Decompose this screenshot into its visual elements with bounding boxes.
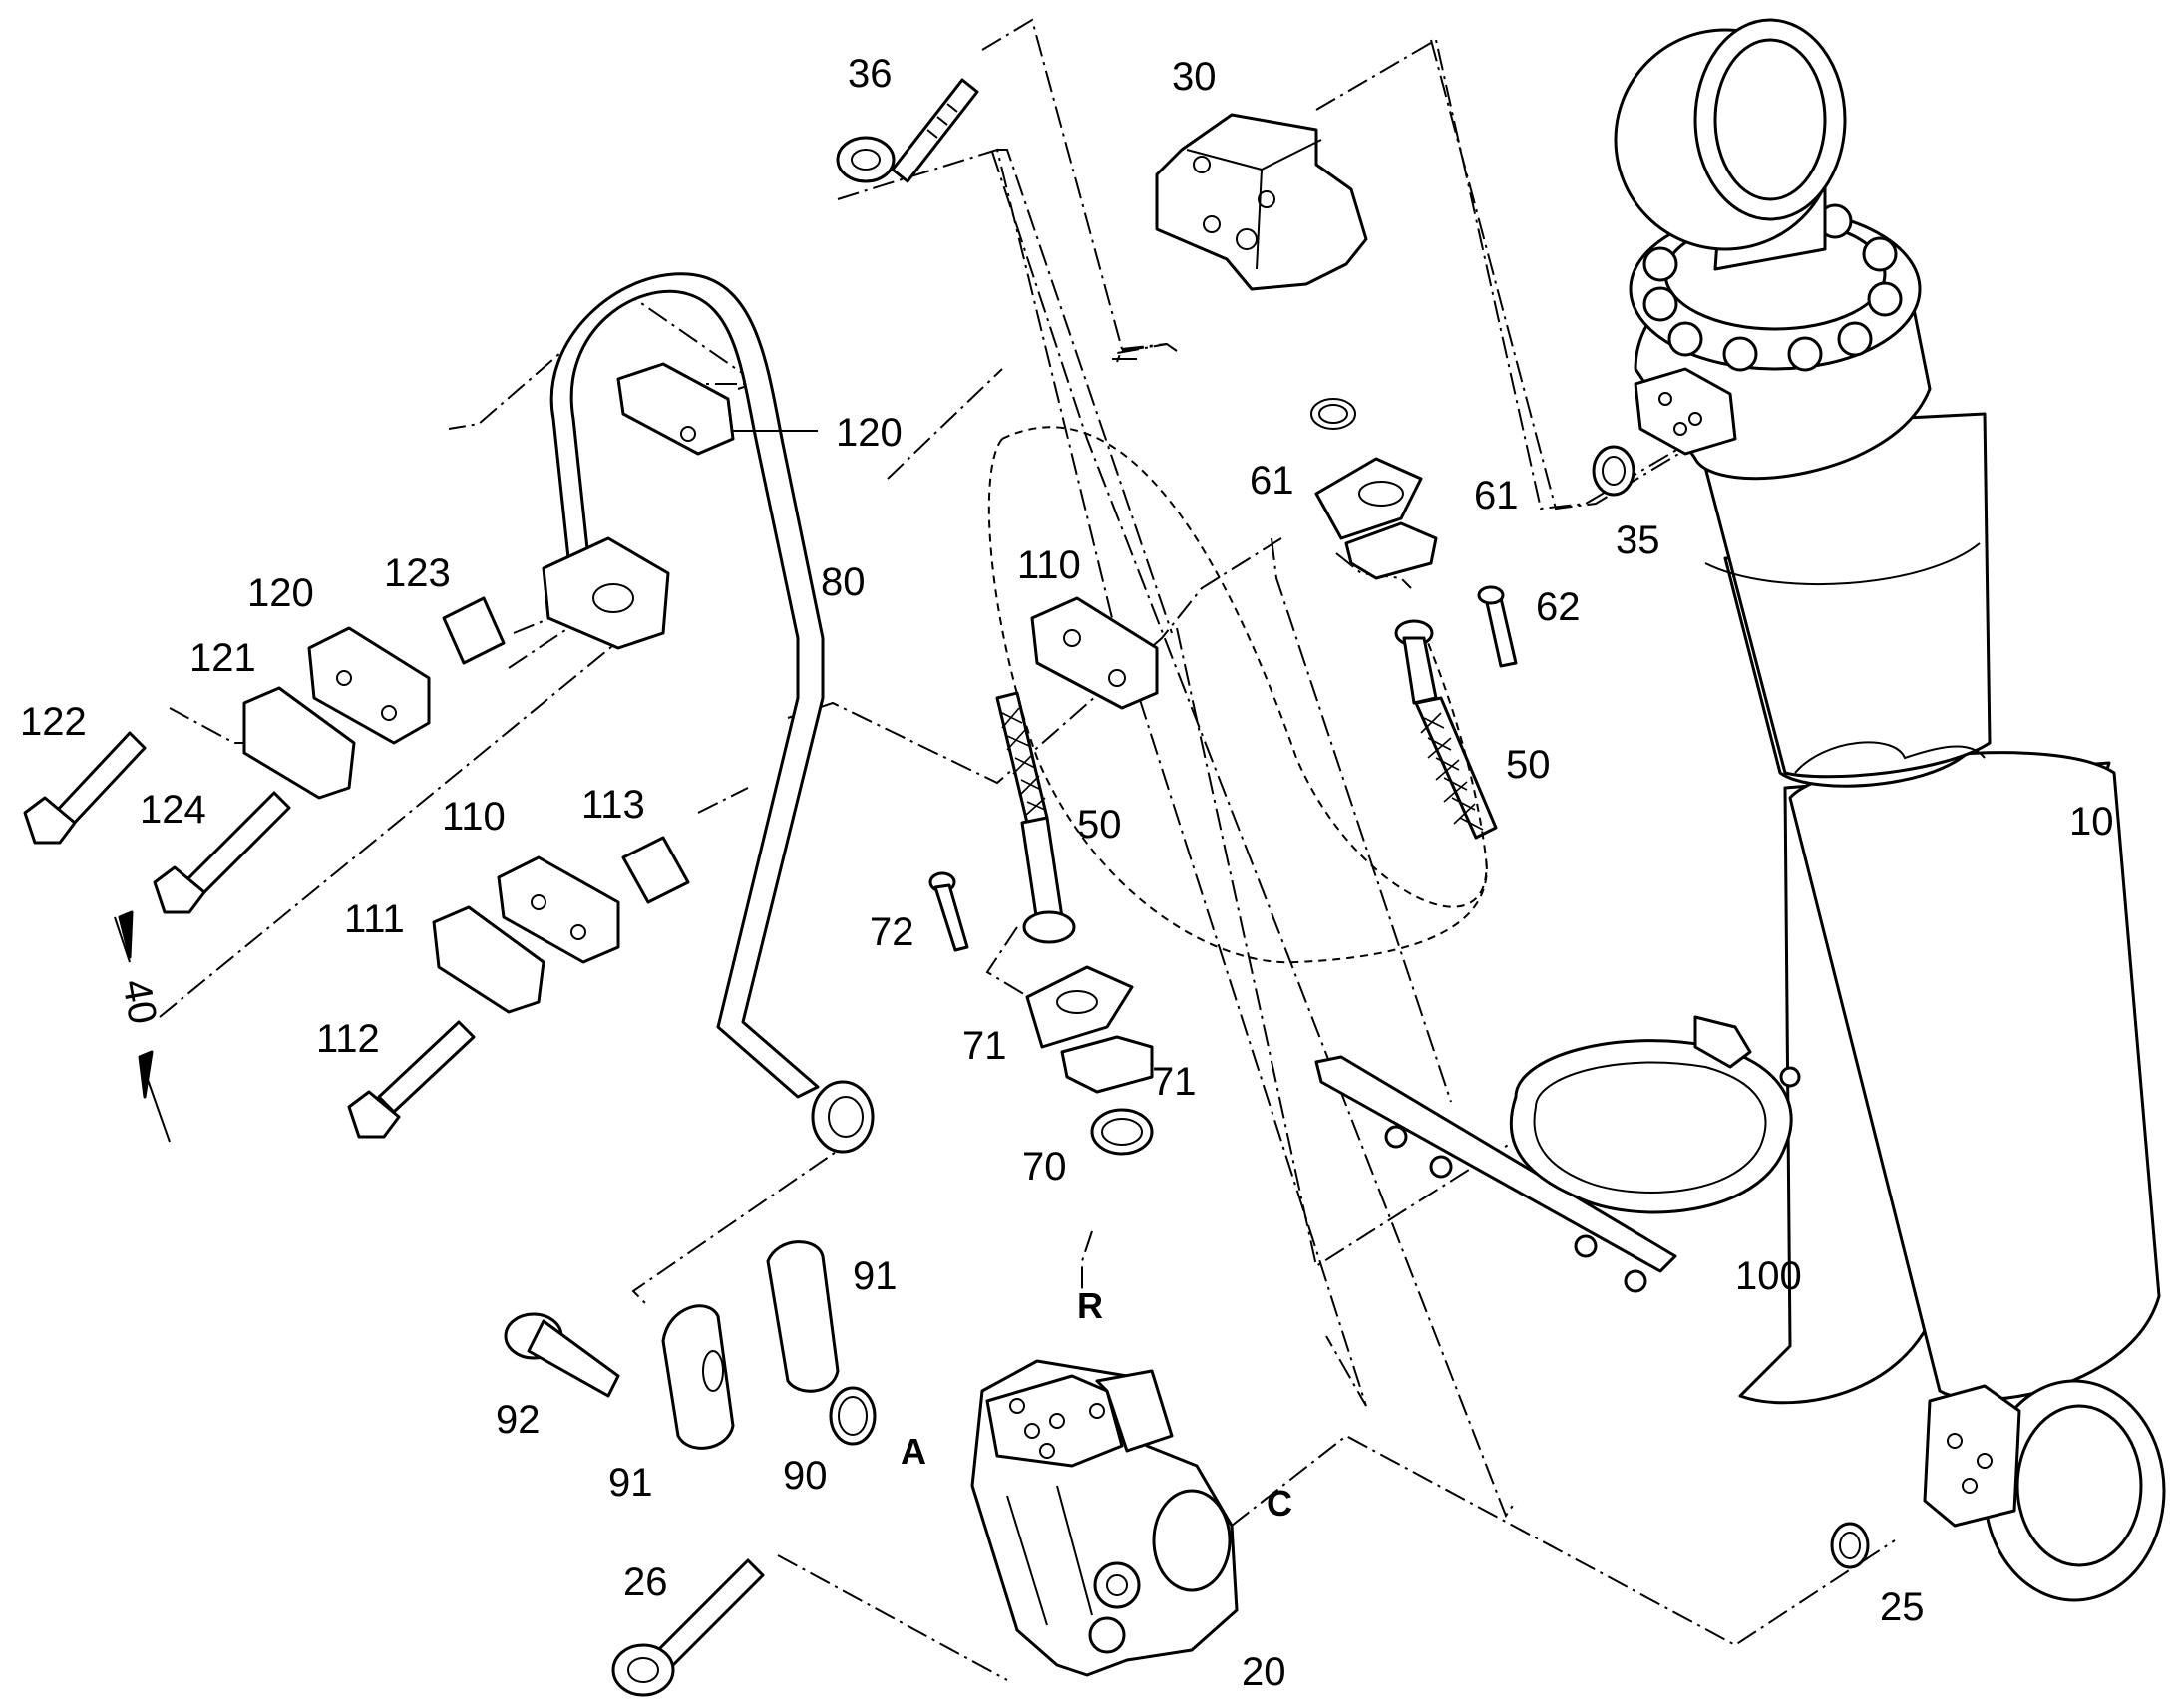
label-91-top: 91 [853,1254,898,1298]
plate-111 [432,905,545,1014]
clamp-120-upper [616,362,735,456]
port-label-A: A [901,1431,926,1472]
hose-50-right [1394,619,1498,840]
tube-flange [542,536,670,650]
bolt-124 [153,791,291,914]
flange-halves-91 [661,1240,840,1450]
seal-ring-90 [829,1386,877,1446]
label-61-right: 61 [1474,474,1519,517]
label-90: 90 [783,1454,828,1498]
hose-group-outline [987,426,1488,964]
label-124: 124 [140,788,206,832]
label-111: 111 [344,897,405,941]
bolt-92 [504,1312,620,1398]
label-100: 100 [1735,1254,1802,1298]
seal-ring-70 [1090,1108,1154,1156]
label-112: 112 [316,1017,380,1061]
seal-ring-25 [1830,1522,1870,1569]
seal-ring-35 [1592,445,1635,497]
seal-ring-35-inner [1602,456,1626,486]
label-71-left: 71 [962,1024,1007,1068]
flange-block-30 [1155,113,1368,291]
port-label-R: R [1077,1285,1103,1326]
label-110-lower: 110 [442,795,506,839]
leader-lines [733,358,1137,432]
pipe-80 [549,272,875,1154]
label-30: 30 [1172,55,1217,99]
label-70: 70 [1022,1145,1067,1189]
hydraulic-cylinder [1614,18,2166,1602]
label-123: 123 [384,551,451,595]
label-122: 122 [20,700,87,744]
seal-ring-30-inner [1318,404,1348,424]
label-120-left: 120 [247,571,314,615]
label-92: 92 [496,1398,541,1442]
spacer-113 [621,836,690,904]
clamp-120-left [307,626,431,745]
label-25: 25 [1880,1585,1925,1629]
seal-ring-25-inner [1839,1532,1861,1559]
bolt-112 [347,1020,476,1139]
label-35: 35 [1616,518,1660,562]
bracket-100 [1314,1015,1801,1293]
label-121: 121 [189,636,256,680]
split-flange-61 [1314,457,1438,580]
label-113: 113 [581,783,645,827]
label-20: 20 [1242,1650,1286,1694]
hose-50-left [995,691,1076,944]
label-91-bottom: 91 [608,1461,653,1505]
bolt-26 [611,1558,765,1697]
seal-ring-70-inner [1101,1118,1143,1146]
label-50-left: 50 [1077,803,1122,847]
label-50-right: 50 [1506,743,1551,787]
label-72: 72 [870,910,914,954]
seal-ring-30 [1310,398,1356,430]
port-label-C: C [1267,1483,1292,1524]
label-10: 10 [2069,800,2114,844]
bolt-122 [23,731,147,845]
clamp-110-lower [497,855,620,964]
label-36: 36 [848,52,893,96]
label-40: 40 [114,976,165,1027]
spacer-123 [442,596,506,665]
clamp-110-upper [1030,596,1159,710]
bolt-72 [928,871,969,952]
label-110-upper: 110 [1017,543,1081,587]
part-labels: 36 30 120 61 61 35 62 123 120 80 110 121… [20,52,2114,1694]
plate-121 [242,686,356,800]
label-26: 26 [623,1560,668,1604]
valve-block [970,1359,1239,1677]
label-71-right: 71 [1152,1060,1197,1104]
head-bolt-icons [1642,203,1903,372]
split-flange-71 [1025,965,1154,1094]
seal-ring-90-inner [838,1396,868,1436]
bolt-62 [1477,585,1518,668]
dimension-40 [114,910,171,1143]
bolt-36 [836,78,979,183]
label-80: 80 [821,560,866,604]
label-61-left: 61 [1250,459,1294,503]
label-120-upper: 120 [836,411,903,455]
label-62: 62 [1536,585,1581,629]
